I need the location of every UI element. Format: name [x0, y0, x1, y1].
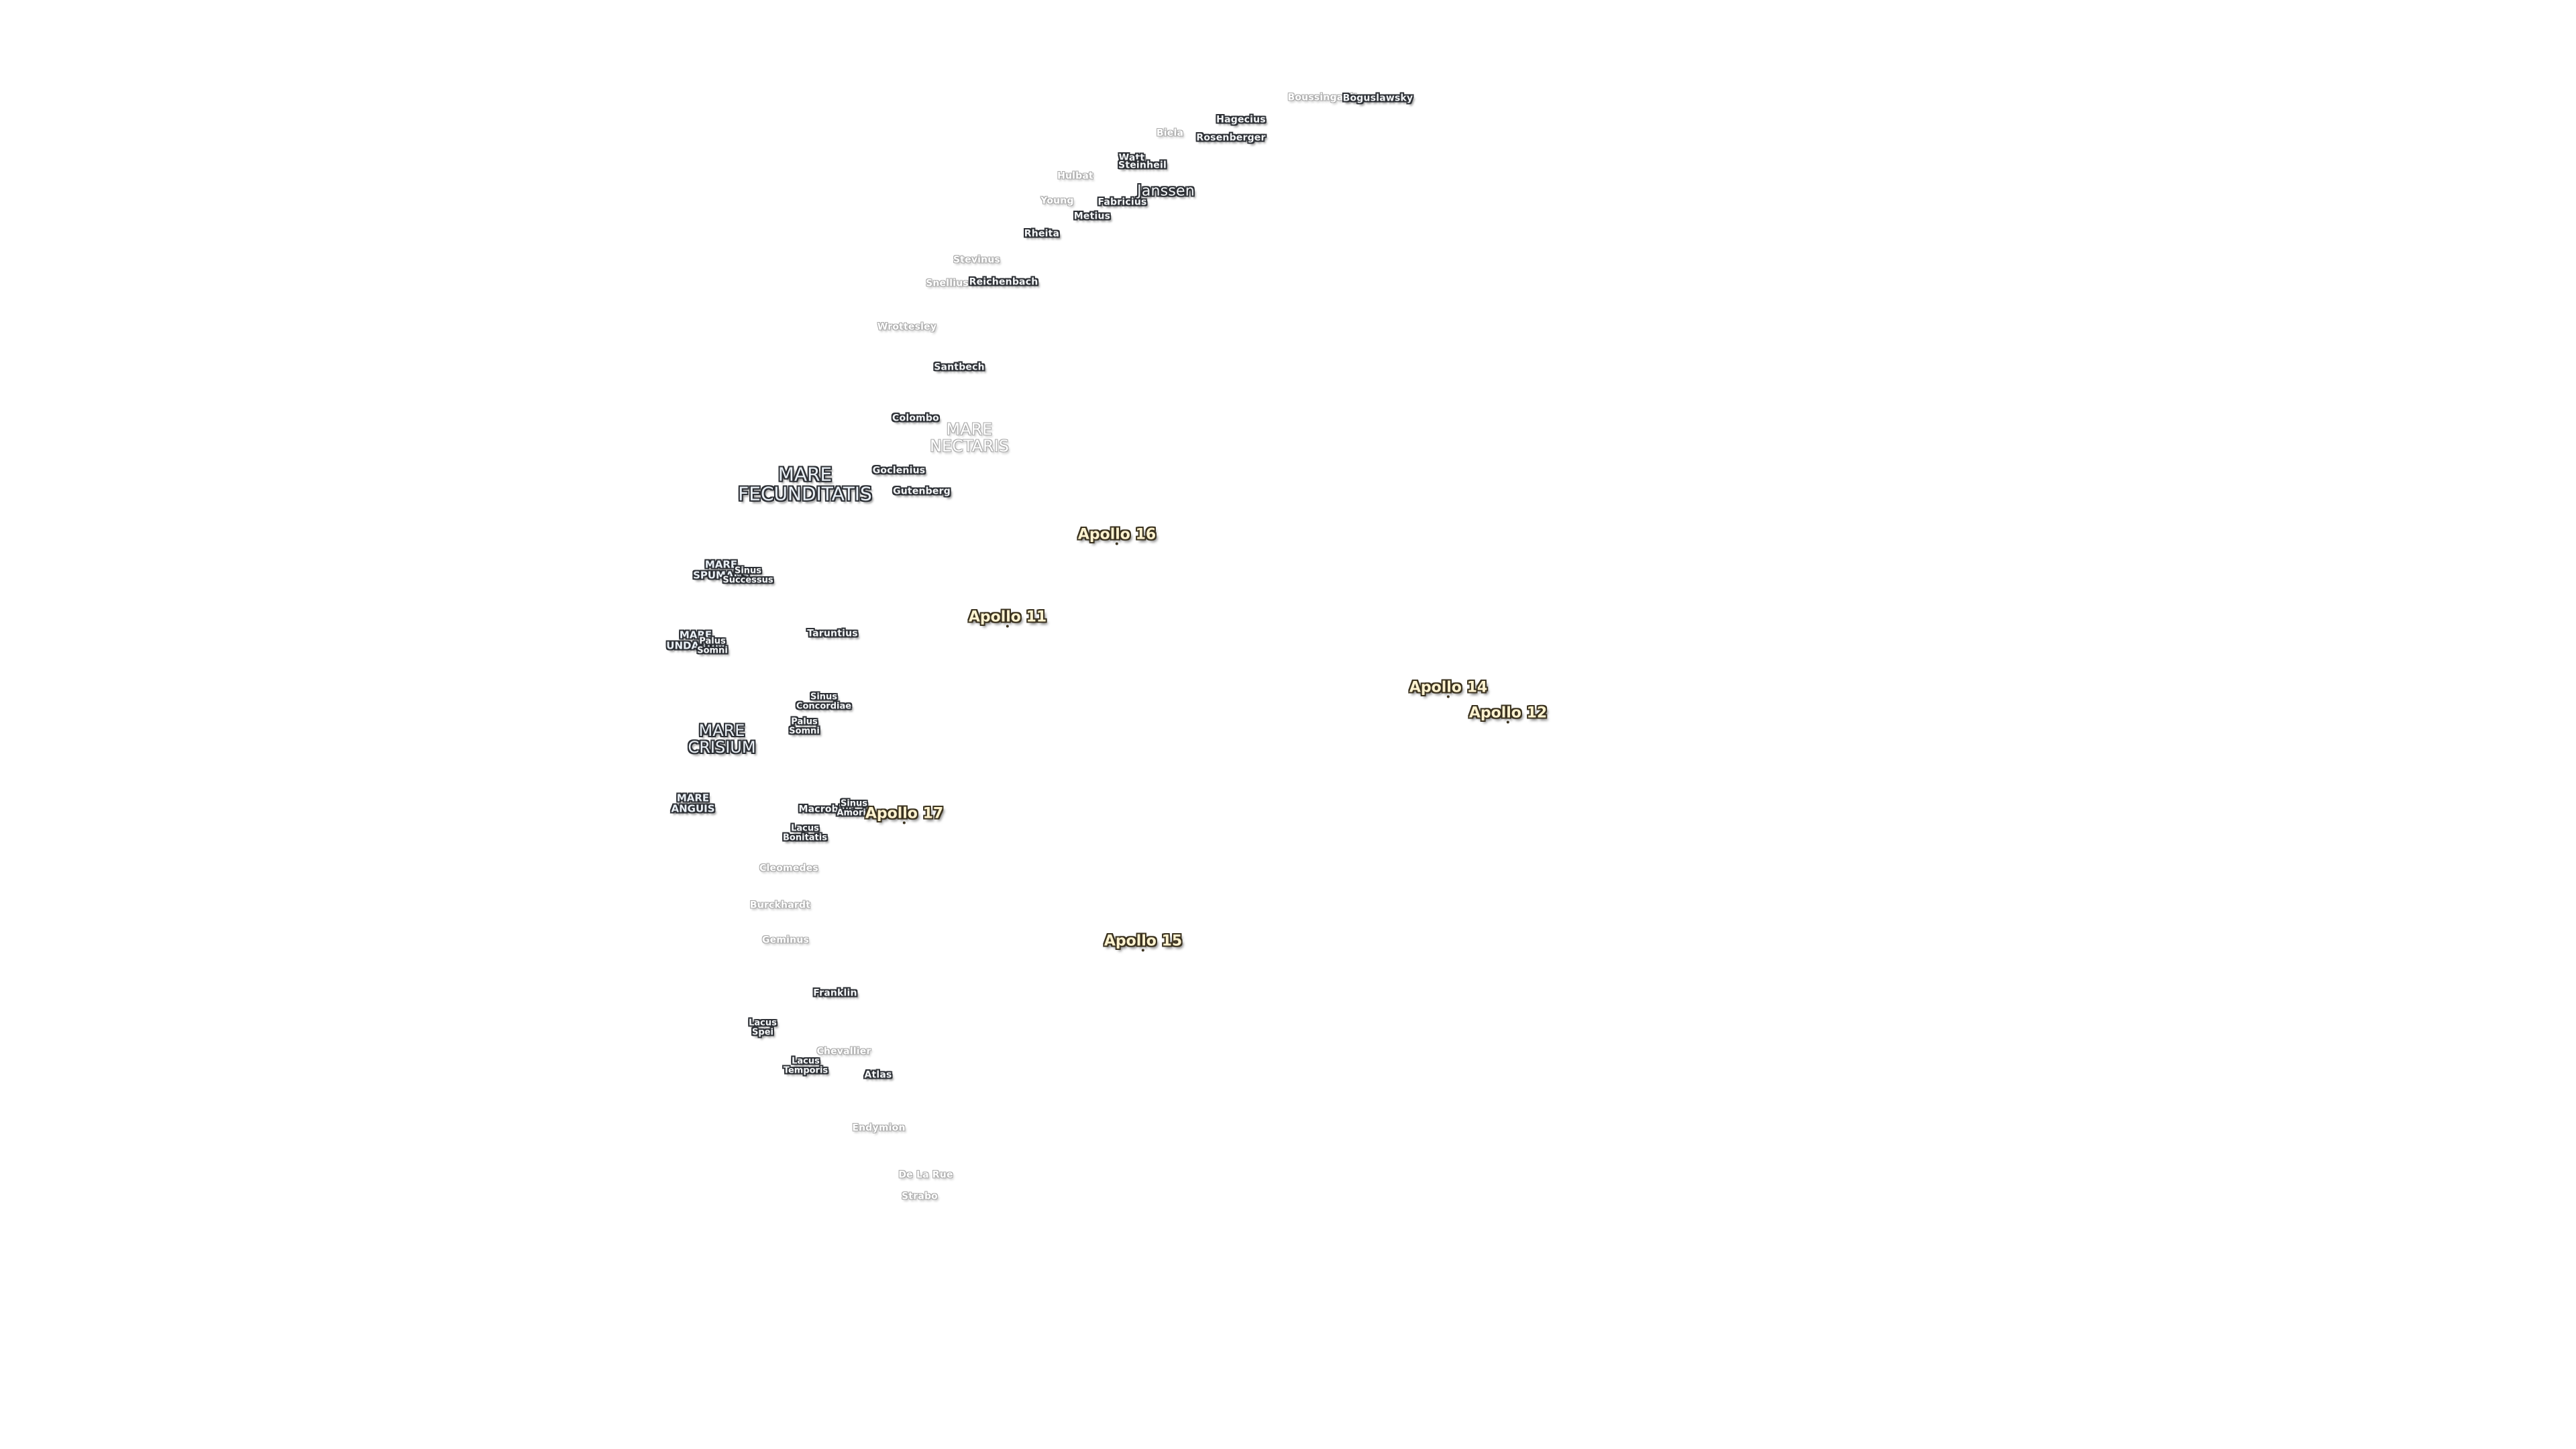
- feature-label-metius: Metius: [1073, 211, 1111, 222]
- feature-label-boguslawsky: Boguslawsky: [1342, 93, 1413, 104]
- feature-label-gutenberg: Gutenberg: [893, 486, 951, 497]
- apollo-site-apollo-17[interactable]: Apollo 17: [865, 805, 944, 824]
- feature-label-santbech: Santbech: [934, 362, 985, 373]
- feature-label-endymion: Endymion: [852, 1122, 906, 1134]
- apollo-site-apollo-16[interactable]: Apollo 16: [1077, 526, 1157, 545]
- feature-label-janssen: Janssen: [1137, 182, 1195, 200]
- feature-label-strabo: Strabo: [902, 1191, 938, 1202]
- apollo-site-apollo-14[interactable]: Apollo 14: [1409, 679, 1488, 698]
- feature-label-steinheil: Steinheil: [1118, 160, 1167, 171]
- feature-label-stevinus: Stevinus: [953, 254, 1001, 266]
- feature-label-atlas: Atlas: [864, 1069, 892, 1081]
- feature-label-boussingault: Boussingault: [1287, 92, 1358, 103]
- feature-label-de-la-rue: De La Rue: [898, 1169, 953, 1181]
- feature-label-hulbat: Hulbat: [1057, 170, 1093, 182]
- feature-label-colombo: Colombo: [892, 413, 939, 424]
- feature-label-taruntius: Taruntius: [807, 628, 858, 639]
- feature-label-fabricius: Fabricius: [1097, 197, 1147, 208]
- feature-label-macrobius: Macrobius: [798, 804, 855, 815]
- feature-label-reichenbach: Reichenbach: [969, 276, 1038, 288]
- feature-label-young: Young: [1040, 195, 1074, 207]
- feature-label-geminus: Geminus: [761, 934, 810, 946]
- feature-label-burckhardt: Burckhardt: [749, 900, 811, 911]
- feature-label-goclenius: Goclenius: [872, 465, 926, 476]
- feature-label-rosenberger: Rosenberger: [1196, 132, 1266, 144]
- apollo-site-apollo-15[interactable]: Apollo 15: [1104, 932, 1183, 952]
- feature-label-snellius: Snellius: [926, 278, 969, 289]
- feature-label-chevallier: Chevallier: [816, 1046, 871, 1057]
- feature-label-franklin: Franklin: [813, 987, 857, 999]
- apollo-site-apollo-11[interactable]: Apollo 11: [968, 608, 1047, 628]
- feature-label-watt: Watt: [1118, 152, 1145, 164]
- feature-label-hagecius: Hagecius: [1216, 114, 1266, 125]
- feature-label-rheita: Rheita: [1024, 228, 1060, 239]
- apollo-site-apollo-12[interactable]: Apollo 12: [1468, 704, 1548, 724]
- feature-label-cleomedes: Cleomedes: [759, 863, 818, 874]
- feature-label-biela: Biela: [1156, 127, 1184, 139]
- feature-label-wrottesley: Wrottesley: [877, 321, 937, 333]
